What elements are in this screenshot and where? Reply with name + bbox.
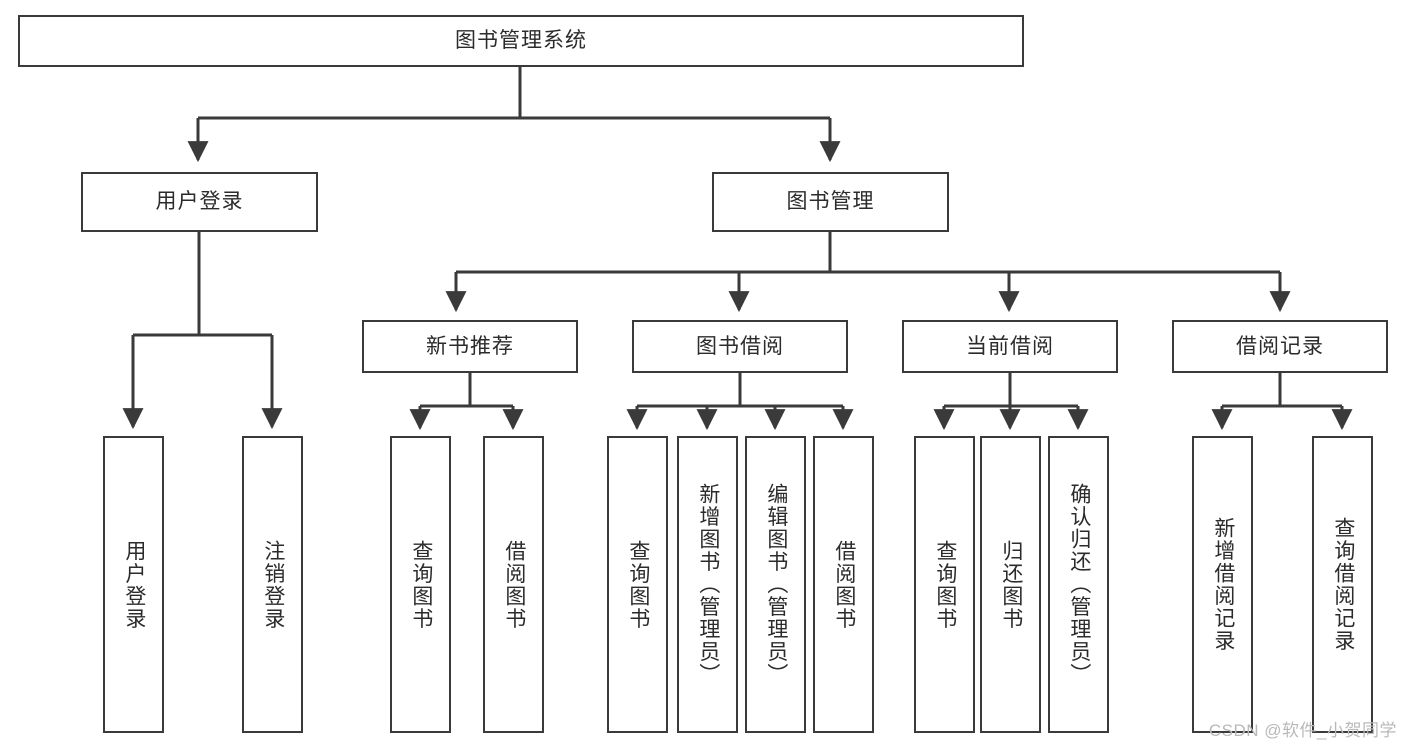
leaf-label: 确认归还（管理员） <box>1067 483 1091 686</box>
leaf-label: 归还图书 <box>999 539 1023 630</box>
leaf-label: 新增图书（管理员） <box>696 483 720 686</box>
node-new-book-recommend-label: 新书推荐 <box>426 334 514 358</box>
leaf-book-borrow-add-book[interactable]: 新增图书（管理员） <box>677 436 738 733</box>
leaf-new-book-borrow-book[interactable]: 借阅图书 <box>483 436 544 733</box>
leaf-label: 查询图书 <box>933 539 957 630</box>
leaf-current-borrow-return-book[interactable]: 归还图书 <box>980 436 1041 733</box>
node-borrow-record-label: 借阅记录 <box>1236 334 1324 358</box>
node-user-login-label: 用户登录 <box>155 190 244 214</box>
leaf-label: 查询借阅记录 <box>1331 517 1355 652</box>
leaf-current-borrow-query-book[interactable]: 查询图书 <box>914 436 975 733</box>
leaf-label: 查询图书 <box>626 539 650 630</box>
node-current-borrow-label: 当前借阅 <box>966 334 1054 358</box>
node-user-login[interactable]: 用户登录 <box>81 172 318 232</box>
leaf-label: 借阅图书 <box>832 539 856 630</box>
node-book-management-label: 图书管理 <box>786 190 875 214</box>
leaf-user-login-login[interactable]: 用户登录 <box>103 436 164 733</box>
node-book-borrow-label: 图书借阅 <box>696 334 784 358</box>
leaf-label: 用户登录 <box>122 539 146 630</box>
node-book-borrow[interactable]: 图书借阅 <box>632 320 848 373</box>
leaf-label: 查询图书 <box>409 539 433 630</box>
node-book-management[interactable]: 图书管理 <box>712 172 949 232</box>
node-borrow-record[interactable]: 借阅记录 <box>1172 320 1388 373</box>
leaf-label: 注销登录 <box>261 539 285 630</box>
leaf-label: 新增借阅记录 <box>1211 517 1235 652</box>
leaf-book-borrow-edit-book[interactable]: 编辑图书（管理员） <box>745 436 806 733</box>
leaf-book-borrow-query-book[interactable]: 查询图书 <box>607 436 668 733</box>
node-root[interactable]: 图书管理系统 <box>18 15 1024 67</box>
leaf-borrow-record-query-record[interactable]: 查询借阅记录 <box>1312 436 1373 733</box>
node-root-label: 图书管理系统 <box>455 29 587 53</box>
leaf-book-borrow-borrow-book[interactable]: 借阅图书 <box>813 436 874 733</box>
leaf-current-borrow-confirm-return[interactable]: 确认归还（管理员） <box>1048 436 1109 733</box>
leaf-new-book-query-book[interactable]: 查询图书 <box>390 436 451 733</box>
leaf-user-login-logout[interactable]: 注销登录 <box>242 436 303 733</box>
leaf-label: 借阅图书 <box>502 539 526 630</box>
leaf-label: 编辑图书（管理员） <box>764 483 788 686</box>
watermark: CSDN @软件_小贺同学 <box>1208 721 1397 740</box>
node-current-borrow[interactable]: 当前借阅 <box>902 320 1118 373</box>
node-new-book-recommend[interactable]: 新书推荐 <box>362 320 578 373</box>
leaf-borrow-record-add-record[interactable]: 新增借阅记录 <box>1192 436 1253 733</box>
